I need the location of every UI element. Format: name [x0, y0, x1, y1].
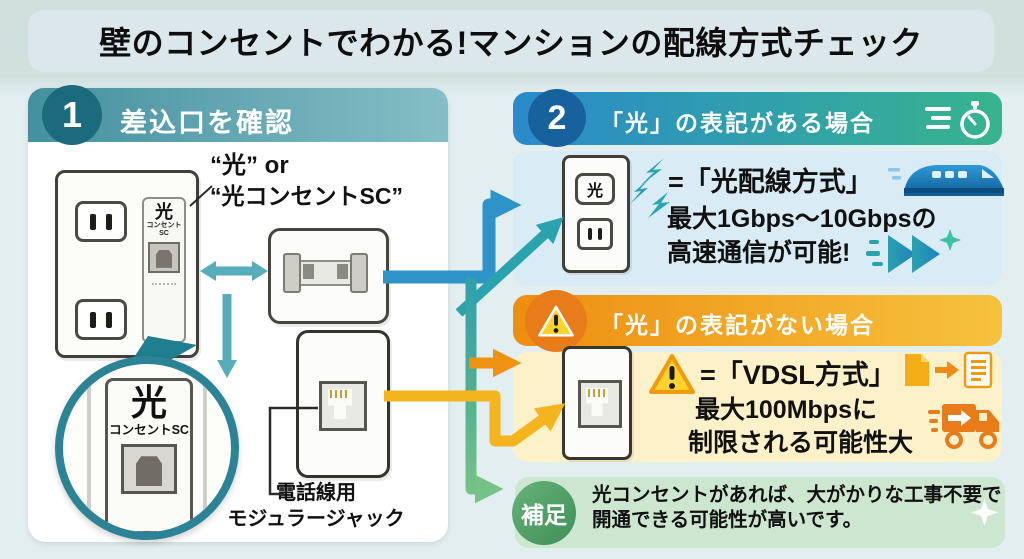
step2-result: =「光配線方式」	[668, 167, 873, 197]
warning-badge	[525, 290, 587, 352]
callout-line2: “光コンセントSC”	[210, 183, 403, 209]
rj11-jack	[578, 380, 622, 428]
sc-connector-cap	[283, 253, 301, 293]
sc-connector-icon	[283, 253, 368, 293]
delivery-truck-icon	[928, 394, 1006, 456]
outlet-slot	[90, 311, 96, 328]
sc-connector-ferrule	[303, 264, 314, 279]
high-speed-icon	[866, 227, 962, 281]
outlet-label-callout: “光” or “光コンセントSC”	[210, 150, 403, 212]
warning-triangle-icon	[648, 352, 696, 396]
sc-connector-plate	[268, 228, 389, 324]
wall-outlet-plate: 光 コンセントSC	[55, 170, 199, 358]
outlet-slot	[106, 213, 112, 230]
magnified-label: 光	[130, 382, 167, 423]
sparkle-icon	[971, 499, 998, 526]
optical-outlet-sublabel: コンセントSC	[146, 222, 182, 237]
magnified-optical-outlet: 光 コンセントSC	[55, 356, 239, 540]
step2-heading: 「光」の表記がある場合	[600, 110, 875, 136]
note-line1: 光コンセントがあれば、大がかりな工事不要で	[592, 484, 1002, 506]
warning-triangle-icon	[538, 305, 574, 337]
warning-header	[513, 295, 1002, 346]
note-text: 光コンセントがあれば、大がかりな工事不要で 開通できる可能性が高いです。	[592, 483, 1002, 533]
power-outlet-small	[577, 218, 613, 250]
vdsl-desc-line1: 最大100Mbpsに	[695, 396, 877, 424]
optical-outlet-section: 光 コンセントSC	[142, 197, 186, 343]
page-title: 壁のコンセントでわかる!マンションの配線方式チェック	[99, 25, 923, 61]
step1-heading: 差込口を確認	[120, 108, 294, 138]
bullet-train-icon	[888, 154, 1006, 204]
step2-number-badge: 2	[528, 89, 586, 147]
caption-line1: 電話線用	[276, 482, 356, 504]
warning-heading: 「光」の表記がない場合	[600, 312, 875, 338]
plate-edge-line	[87, 372, 91, 528]
plate-edge-line	[203, 372, 207, 528]
callout-line1: “光” or	[210, 152, 289, 179]
magnified-sublabel: コンセントSC	[109, 423, 189, 437]
document-transfer-icon	[903, 350, 999, 390]
rj11-jack	[319, 381, 367, 431]
outlet-slot	[598, 228, 602, 240]
stopwatch-icon	[923, 99, 995, 141]
note-line2: 開通できる可能性が高いです。	[592, 509, 863, 531]
outlet-slot	[106, 311, 112, 328]
optical-plug-shape	[156, 249, 172, 268]
outlet-slot	[588, 228, 592, 240]
vdsl-result: =「VDSL方式」	[700, 360, 896, 390]
step2-header	[513, 92, 1002, 145]
modular-jack-caption: 電話線用 モジュラージャック	[200, 480, 432, 532]
rj11-pins	[330, 390, 350, 398]
title-bar: 壁のコンセントでわかる!マンションの配線方式チェック	[28, 10, 994, 72]
magnified-optical-section: 光 コンセントSC	[105, 378, 193, 532]
step1-number-badge: 1	[42, 85, 102, 145]
vdsl-desc-line2: 制限される可能性大	[688, 429, 914, 457]
rj11-pins	[588, 389, 606, 397]
power-outlet-top	[75, 201, 127, 242]
power-outlet-bottom	[75, 299, 127, 340]
note-badge: 補足	[512, 481, 576, 545]
step2-desc-line2: 高速通信が可能!	[667, 239, 851, 267]
outlet-slot	[90, 213, 96, 230]
arrow-to-note	[465, 277, 504, 504]
modular-jack-plate	[296, 330, 390, 478]
hikari-outlet-plate: 光	[562, 155, 630, 273]
optical-jack	[148, 242, 180, 273]
fine-print-placeholder	[152, 283, 176, 285]
hikari-tag: 光	[575, 173, 615, 205]
optical-outlet-label: 光	[155, 202, 173, 222]
optical-jack-large	[121, 444, 177, 494]
caption-line2: モジュラージャック	[227, 508, 405, 530]
optical-plug-shape	[136, 456, 162, 487]
lightning-bolts-icon	[630, 156, 676, 220]
step2-desc-line1: 最大1Gbps〜10Gbpsの	[667, 205, 937, 233]
sc-connector-ferrule	[337, 264, 348, 279]
phone-jack-plate	[562, 346, 632, 460]
note-panel	[515, 477, 1005, 548]
sc-connector-cap	[350, 253, 368, 293]
